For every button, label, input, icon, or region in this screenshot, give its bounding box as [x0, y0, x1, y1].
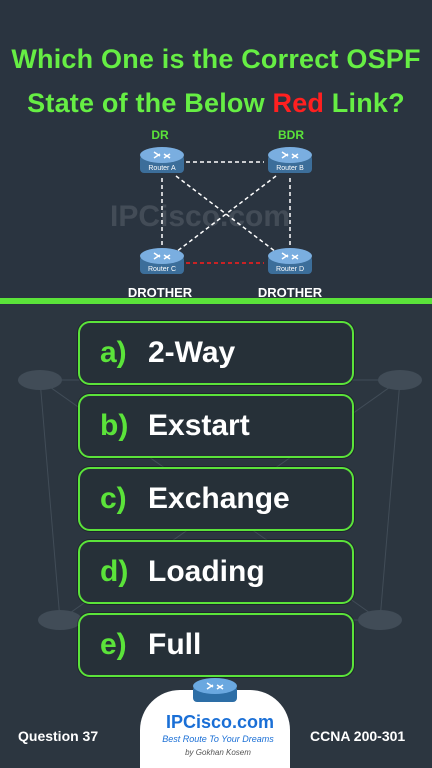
option-letter: a): [100, 336, 127, 369]
router-icon: [140, 248, 184, 274]
router-icon: [193, 678, 237, 702]
topology-links: [161, 161, 291, 264]
router-d: Router D: [266, 246, 314, 280]
watermark: IPCisco.com: [110, 200, 291, 233]
answer-option-d[interactable]: d) Loading: [78, 540, 354, 604]
router-icon: [140, 147, 184, 173]
question-title-line-1: Which One is the Correct OSPF: [11, 44, 421, 74]
router-icon: [268, 248, 312, 274]
logo-name: IPCisco.com: [150, 712, 290, 733]
router-icon: [268, 147, 312, 173]
logo-name-part2: .com: [232, 712, 275, 732]
option-letter: e): [100, 628, 127, 661]
header-divider: [0, 298, 432, 304]
router-label: Router B: [276, 165, 304, 172]
answer-option-e[interactable]: e) Full: [78, 613, 354, 677]
router-c: Router C: [138, 246, 186, 280]
question-title-end: Link?: [324, 88, 405, 118]
router-label: Router A: [148, 165, 176, 172]
role-label-drother-left: DROTHER: [127, 285, 193, 300]
router-a: Router A: [138, 145, 186, 179]
ipcisco-logo[interactable]: IPCisco.com Best Route To Your Dreams by…: [140, 678, 290, 768]
option-text: Full: [148, 628, 202, 661]
option-letter: c): [100, 482, 127, 515]
answer-option-b[interactable]: b) Exstart: [78, 394, 354, 458]
question-title-red-word: Red: [272, 88, 325, 118]
option-text: 2-Way: [148, 336, 236, 369]
option-letter: d): [100, 555, 129, 588]
logo-name-part1: IPCisco: [165, 712, 232, 732]
option-text: Exstart: [148, 409, 250, 442]
option-text: Exchange: [148, 482, 290, 515]
answer-option-a[interactable]: a) 2-Way: [78, 321, 354, 385]
role-label-bdr: BDR: [278, 128, 304, 142]
question-title-line-2: State of the Below Red Link?: [0, 88, 432, 119]
logo-author: by Gokhan Kosem: [185, 748, 251, 757]
role-label-drother-right: DROTHER: [257, 285, 323, 300]
answer-option-c[interactable]: c) Exchange: [78, 467, 354, 531]
router-label: Router C: [147, 266, 176, 273]
course-label: CCNA 200-301: [310, 728, 406, 744]
router-label: Router D: [275, 266, 304, 273]
option-text: Loading: [148, 555, 265, 588]
option-letter: b): [100, 409, 129, 442]
question-number: Question 37: [18, 728, 99, 744]
question-title-text: State of the Below: [27, 88, 273, 118]
ospf-topology-diagram: IPCisco.com DR BDR Router A R: [0, 120, 432, 300]
logo-tagline: Best Route To Your Dreams: [162, 734, 274, 744]
role-label-dr: DR: [151, 128, 169, 142]
router-b: Router B: [266, 145, 314, 179]
question-header: Which One is the Correct OSPF State of t…: [0, 0, 432, 305]
